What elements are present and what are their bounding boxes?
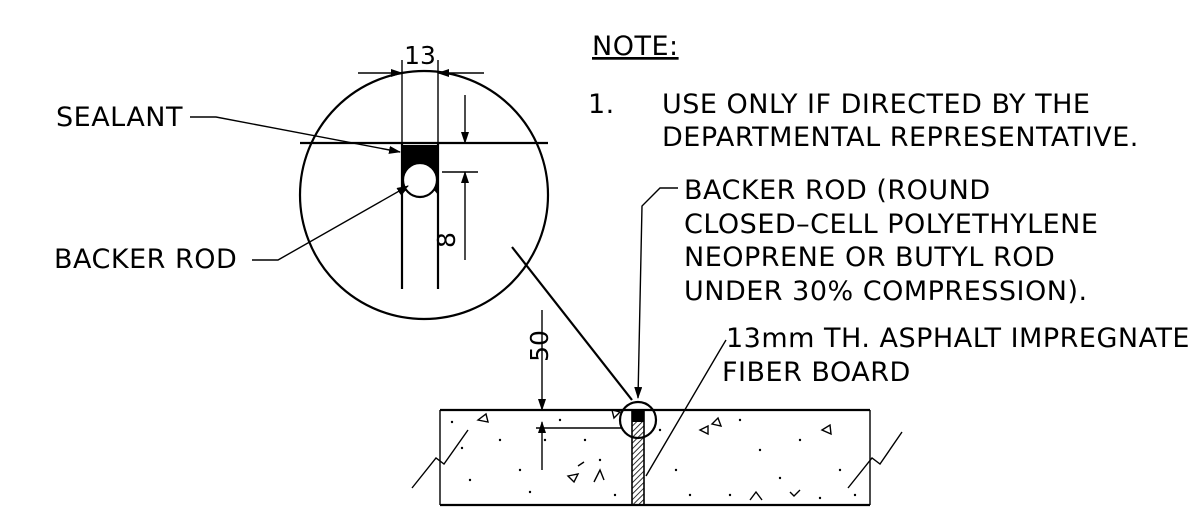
backer-rod-circle	[401, 161, 439, 199]
detail-reference-circle	[618, 400, 658, 440]
fiber-board-leader	[645, 339, 727, 477]
sealant-leader	[190, 116, 401, 154]
detail-connector-line	[511, 246, 633, 401]
fiber-board-label-line-2: FIBER BOARD	[722, 357, 911, 388]
backer-rod-leader	[252, 185, 409, 261]
fiber-board-hatch	[631, 409, 645, 506]
backer-rod-spec-leader	[634, 187, 678, 399]
backer-rod-spec-line-1: BACKER ROD (ROUND	[684, 175, 991, 206]
slab-depth-dimension: 50	[525, 330, 554, 362]
backer-rod-label: BACKER ROD	[54, 244, 237, 275]
note-heading: NOTE:	[592, 31, 679, 62]
note-item-number: 1.	[588, 89, 615, 120]
backer-rod-spec-line-3: NEOPRENE OR BUTYL ROD	[684, 242, 1055, 273]
sealant-label: SEALANT	[56, 102, 183, 133]
joint-width-dimension: 13	[404, 41, 436, 70]
detail-circle	[298, 60, 550, 321]
backer-rod-spec-line-2: CLOSED–CELL POLYETHYLENE	[684, 209, 1098, 240]
sealant-depth-dimension: 8	[432, 232, 461, 248]
fiber-board-label-line-1: 13mm TH. ASPHALT IMPREGNATE	[726, 323, 1190, 354]
note-item-line-1: USE ONLY IF DIRECTED BY THE	[662, 89, 1090, 120]
slab-section	[411, 310, 903, 507]
backer-rod-spec-line-4: UNDER 30% COMPRESSION).	[684, 276, 1088, 307]
note-item-line-2: DEPARTMENTAL REPRESENTATIVE.	[662, 122, 1139, 153]
